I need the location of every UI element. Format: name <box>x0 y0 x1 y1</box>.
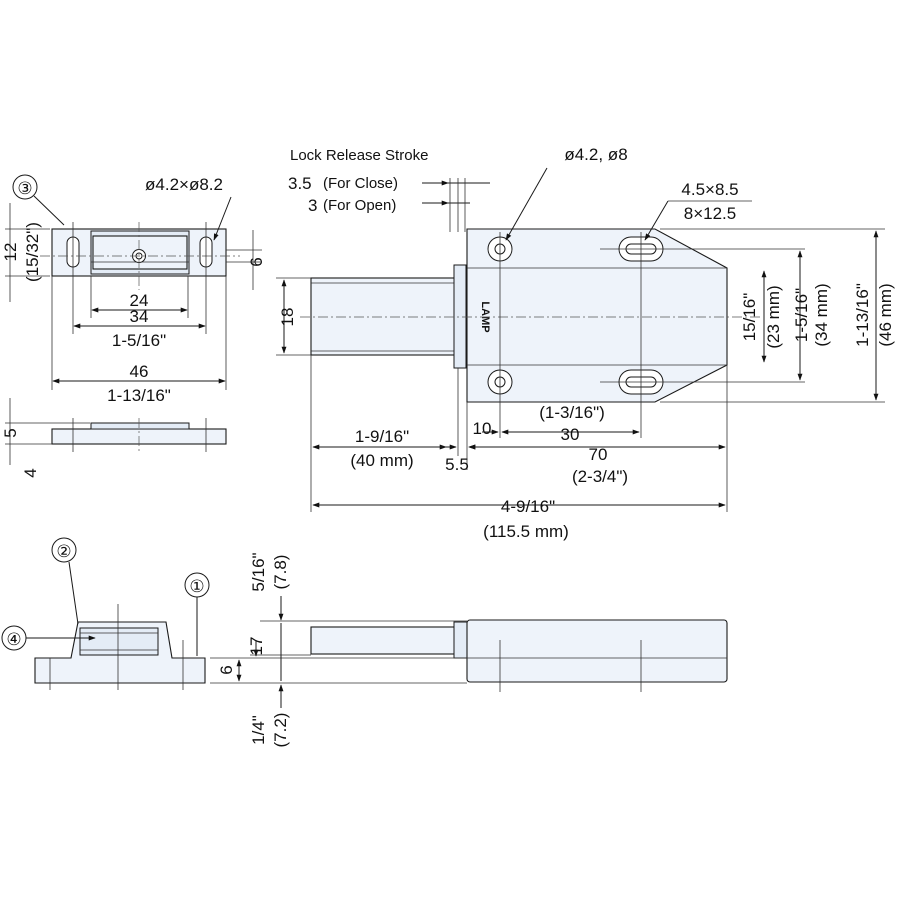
plunger-diameter-18: 18 <box>278 308 297 327</box>
plunger-collar <box>453 264 467 369</box>
assembly-side-view: ② ① ④ 5/16" (7.8) 17 6 1/4" (7.2) <box>1 537 728 748</box>
catch-side-thickness: 5 <box>1 428 20 437</box>
catch-length-46: 46 <box>130 362 149 381</box>
catch-pitch-34-in: 1-5/16" <box>112 331 166 350</box>
catch-slot-height: 6 <box>247 257 266 266</box>
assembly-plunger <box>310 626 459 655</box>
callout-leader-2 <box>68 561 79 625</box>
stroke-close-label: (For Close) <box>323 175 398 192</box>
dim-1-13-16-in: 1-13/16" <box>853 283 872 347</box>
stroke-close-value: 3.5 <box>288 174 312 193</box>
dim-30-in: (1-3/16") <box>539 403 605 422</box>
catch-hole-label: ø4.2×ø8.2 <box>145 175 223 194</box>
dim-7-8-mm: (7.8) <box>271 555 290 590</box>
latch-hole-label: ø4.2, ø8 <box>564 145 627 164</box>
dim-30: 30 <box>561 425 580 444</box>
latch-slot-leader <box>644 200 669 241</box>
catch-pitch-24: 24 <box>130 291 149 310</box>
callout-number-1: ① <box>189 577 204 596</box>
callout-leader-3 <box>33 195 65 226</box>
stroke-title: Lock Release Stroke <box>290 147 428 164</box>
plunger-length-mm: (40 mm) <box>350 451 413 470</box>
dim-70: 70 <box>589 445 608 464</box>
catch-side-view: 5 4 <box>1 398 227 478</box>
latch-slot-label-2: 8×12.5 <box>684 204 736 223</box>
callout-number-4: ④ <box>6 630 21 649</box>
dim-1-5-16-in: 1-5/16" <box>792 288 811 342</box>
dim-1-4-in: 1/4" <box>249 715 268 745</box>
dim-34-mm: (34 mm) <box>812 283 831 346</box>
total-length-in: 4-9/16" <box>501 497 555 516</box>
dim-5-5: 5.5 <box>445 455 469 474</box>
dim-23-mm: (23 mm) <box>764 285 783 348</box>
catch-height-in: (15/32") <box>23 222 42 282</box>
assembly-latch-body <box>466 619 728 683</box>
plunger-length-in: 1-9/16" <box>355 427 409 446</box>
assembly-plunger-collar <box>453 621 468 659</box>
dim-7-2-mm: (7.2) <box>271 713 290 748</box>
callout-number-3: ③ <box>17 179 32 198</box>
latch-plunger <box>310 277 459 356</box>
catch-pitch-34: 34 <box>130 307 149 326</box>
dim-10: 10 <box>473 419 492 438</box>
callout-circle-3 <box>12 174 38 200</box>
dim-6: 6 <box>217 665 236 674</box>
latch-hole-leader <box>505 167 548 241</box>
callout-number-2: ② <box>56 542 71 561</box>
catch-hole-leader <box>213 196 232 241</box>
dim-46-mm: (46 mm) <box>876 283 895 346</box>
dim-5-16-in: 5/16" <box>249 552 268 591</box>
total-length-mm: (115.5 mm) <box>483 522 569 541</box>
stroke-open-value: 3 <box>308 196 317 215</box>
catch-side-base-dim: 4 <box>21 468 40 477</box>
dim-70-in: (2-3/4") <box>572 467 628 486</box>
catch-length-46-in: 1-13/16" <box>107 386 171 405</box>
stroke-open-label: (For Open) <box>323 197 396 214</box>
assembly-catch-magnet <box>79 627 159 656</box>
callout-circle-2 <box>51 537 77 563</box>
catch-top-view: ③ ø4.2×ø8.2 12 (15/32") 6 <box>1 174 266 405</box>
catch-side-magnet <box>90 422 190 430</box>
dim-15-16-in: 15/16" <box>740 293 759 342</box>
latch-slot-label-1: 4.5×8.5 <box>681 180 738 199</box>
latch-top-view: Lock Release Stroke 3.5 (For Close) 3 (F… <box>276 145 895 541</box>
catch-height-mm: 12 <box>1 243 20 262</box>
